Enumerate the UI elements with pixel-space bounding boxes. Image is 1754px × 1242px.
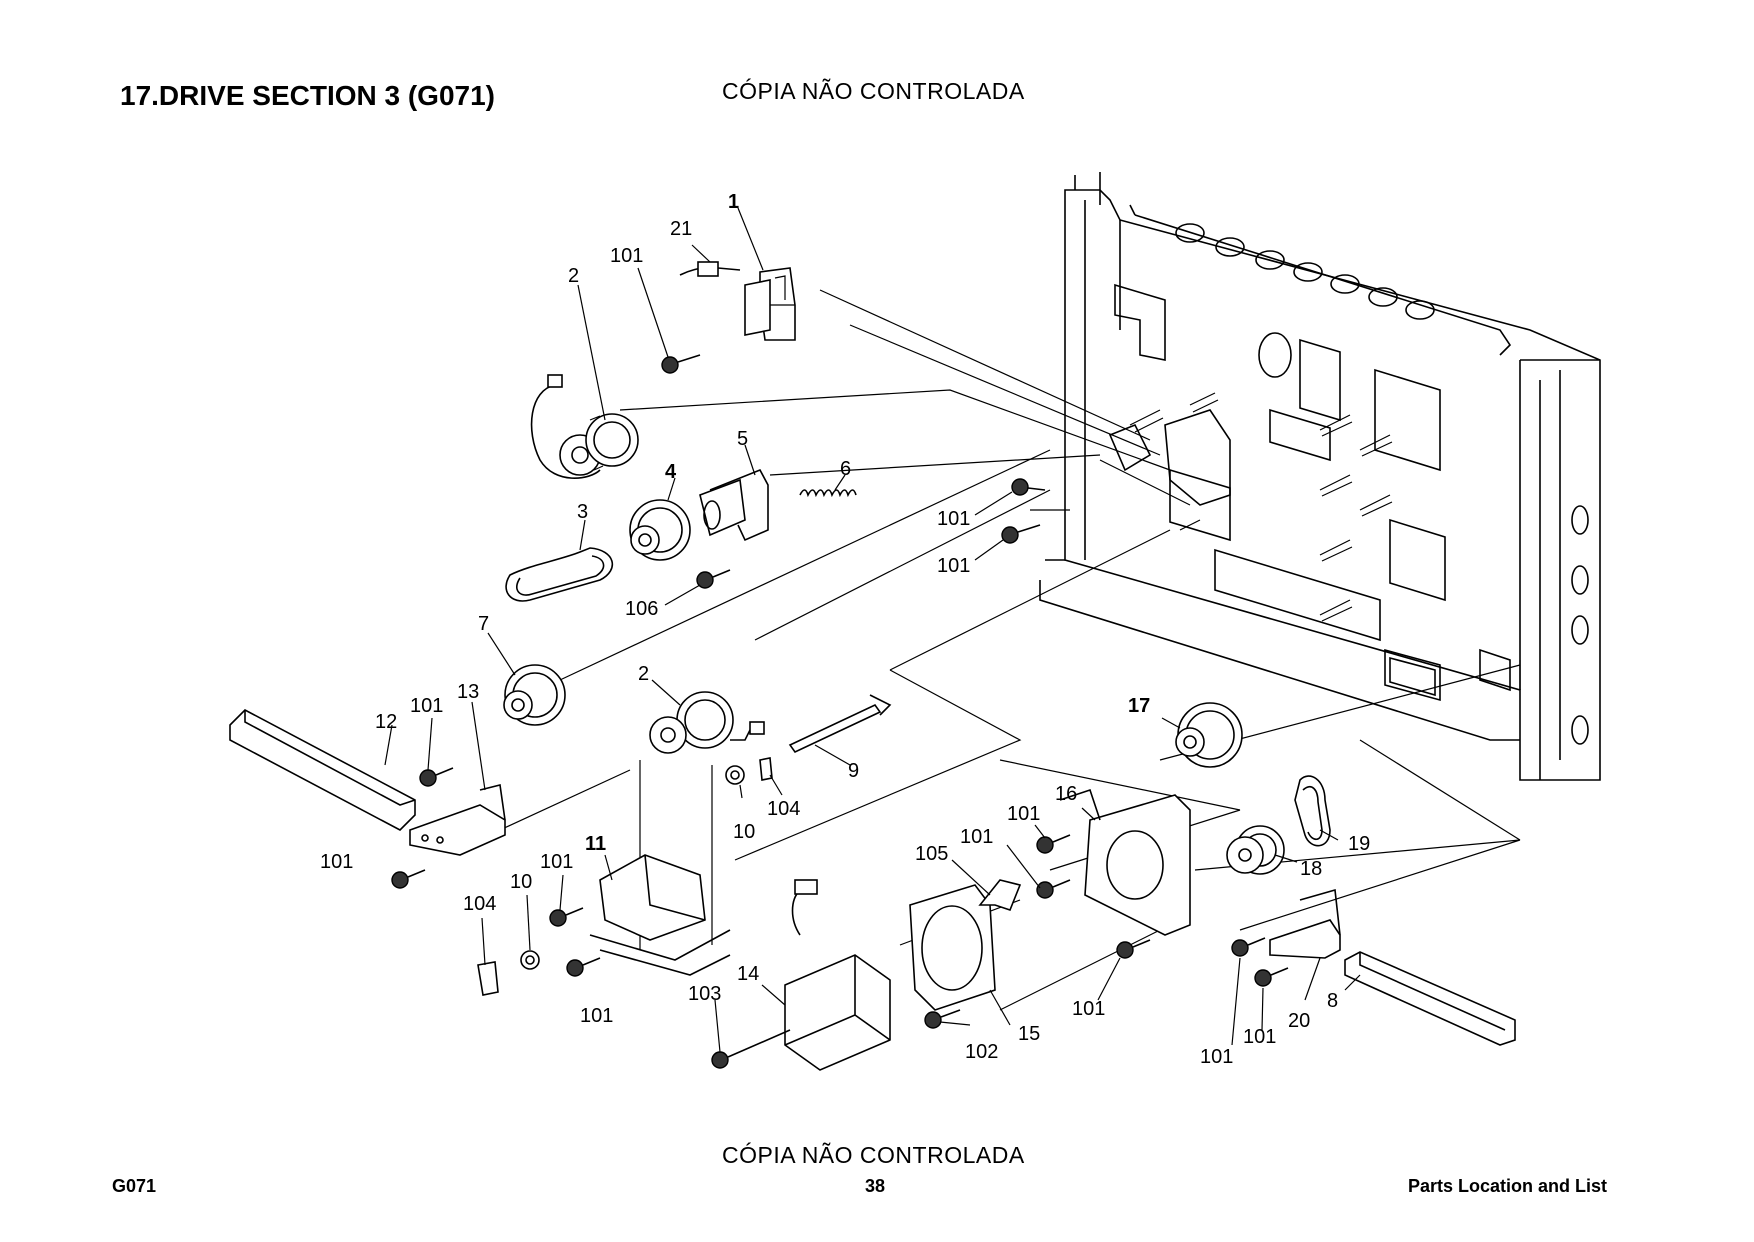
callout-101: 101: [540, 851, 573, 873]
part-101-screw-f: [549, 907, 584, 927]
part-20-bracket: [1269, 888, 1341, 959]
part-105-lever: [978, 879, 1022, 911]
watermark-bottom: CÓPIA NÃO CONTROLADA: [722, 1142, 1025, 1168]
page-title: 17.DRIVE SECTION 3 (G071): [120, 80, 496, 111]
callout-104: 104: [463, 893, 496, 915]
part-101-screw-b: [1011, 478, 1046, 496]
callout-17: 17: [1128, 695, 1150, 717]
callout-1: 1: [728, 191, 739, 213]
callout-labels: 1 21 101 2 5 6 4 3 101 101 106 7 2 13 10…: [320, 191, 1370, 1068]
callout-101: 101: [1243, 1026, 1276, 1048]
callout-13: 13: [457, 681, 479, 703]
part-101-screw-h: [1036, 834, 1071, 854]
part-1-sensor: [744, 267, 796, 341]
callout-101: 101: [960, 826, 993, 848]
callout-2: 2: [568, 265, 579, 287]
part-16-bracket: [1059, 788, 1191, 936]
callout-leaders: [384, 207, 1361, 1053]
part-2-clutch-middle: [649, 691, 765, 754]
part-10-bushing-a: [725, 765, 745, 785]
part-18-pulley: [1226, 825, 1285, 875]
footer-model: G071: [112, 1176, 157, 1196]
callout-4: 4: [665, 461, 677, 483]
part-101-screw-i: [1036, 879, 1071, 899]
part-6-spring: [799, 489, 857, 498]
callout-2: 2: [638, 663, 649, 685]
part-101-screw-g: [566, 957, 601, 977]
callout-101: 101: [1072, 998, 1105, 1020]
callout-10: 10: [510, 871, 532, 893]
part-101-screw-e: [391, 869, 426, 889]
callout-19: 19: [1348, 833, 1370, 855]
part-3-belt: [505, 547, 614, 602]
watermark-top: CÓPIA NÃO CONTROLADA: [722, 78, 1025, 104]
callout-18: 18: [1300, 858, 1322, 880]
callout-5: 5: [737, 428, 748, 450]
callout-16: 16: [1055, 783, 1077, 805]
part-101-screw-a: [661, 354, 701, 374]
part-5-bracket: [699, 468, 769, 542]
part-103-screw: [711, 1029, 791, 1069]
part-14-motor: [784, 879, 891, 1071]
callout-102: 102: [965, 1041, 998, 1063]
callout-9: 9: [848, 760, 859, 782]
callout-11: 11: [585, 833, 606, 855]
part-9-shaft: [788, 694, 892, 754]
footer-section: Parts Location and List: [1408, 1176, 1608, 1196]
part-10-bushing-b: [520, 950, 540, 970]
part-12-rail: [229, 709, 416, 831]
callout-103: 103: [688, 983, 721, 1005]
part-101-screw-k: [1231, 937, 1266, 957]
callout-101: 101: [320, 851, 353, 873]
callout-105: 105: [915, 843, 948, 865]
part-104-clip-b: [477, 961, 499, 996]
callout-101: 101: [937, 555, 970, 577]
callout-12: 12: [375, 711, 397, 733]
callout-8: 8: [1327, 990, 1338, 1012]
callout-3: 3: [577, 501, 588, 523]
part-4-gear: [629, 499, 691, 561]
callout-6: 6: [840, 458, 851, 480]
callout-15: 15: [1018, 1023, 1040, 1045]
footer-page-number: 38: [865, 1176, 886, 1196]
part-8-rail: [1344, 951, 1516, 1046]
part-15-plate: [909, 884, 996, 1011]
part-17-gear: [1175, 702, 1243, 768]
callout-10: 10: [733, 821, 755, 843]
callout-101: 101: [1200, 1046, 1233, 1068]
callout-101: 101: [610, 245, 643, 267]
callout-7: 7: [478, 613, 489, 635]
callout-101: 101: [1007, 803, 1040, 825]
part-13-bracket: [409, 784, 506, 856]
part-11-bracket: [589, 854, 731, 976]
part-101-screw-c: [1001, 524, 1041, 544]
part-101-screw-j: [1116, 939, 1151, 959]
callout-20: 20: [1288, 1010, 1310, 1032]
part-104-clip-a: [759, 757, 773, 781]
callout-14: 14: [737, 963, 759, 985]
callout-106: 106: [625, 598, 658, 620]
part-21-harness: [679, 261, 741, 277]
part-7-gear: [503, 664, 566, 726]
part-101-screw-l: [1254, 967, 1289, 987]
part-19-belt: [1294, 775, 1331, 847]
callout-101: 101: [937, 508, 970, 530]
callout-21: 21: [670, 218, 692, 240]
callout-101: 101: [580, 1005, 613, 1027]
callout-104: 104: [767, 798, 800, 820]
main-frame: [1039, 172, 1601, 781]
part-102-screw: [924, 1009, 961, 1029]
part-101-screw-d: [419, 767, 454, 787]
callout-101: 101: [410, 695, 443, 717]
part-2-clutch-top: [530, 374, 639, 479]
part-106-screw: [696, 569, 731, 589]
